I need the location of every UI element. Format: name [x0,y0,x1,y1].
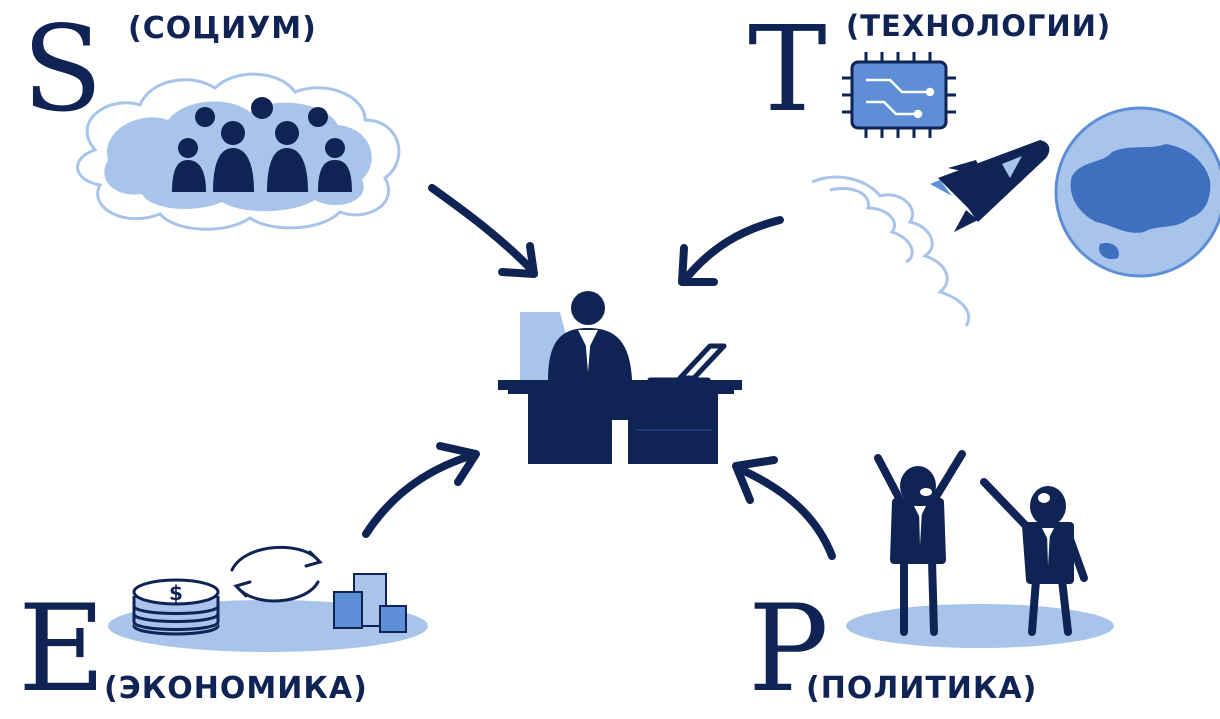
rocket-trail [811,175,971,327]
businessman-at-desk-icon [498,291,742,464]
people-group-icon [172,97,352,192]
caption-technology: (ТЕХНОЛОГИИ) [846,9,1112,43]
coin-stack-icon: $ [132,578,220,636]
building-blocks-icon [333,573,407,633]
dollar-symbol: $ [169,581,183,605]
arrow-icon [362,184,836,560]
politics-platform [846,604,1114,648]
microchip-icon [842,52,956,138]
cheering-people-icon [874,450,1088,636]
laptop-icon [647,343,727,383]
globe-icon [1054,106,1220,278]
letter-s: S [22,0,103,138]
caption-social: (СОЦИУМ) [128,11,317,46]
rocket-icon [930,140,1050,232]
caption-economy: (ЭКОНОМИКА) [104,671,368,706]
letter-e: E [18,580,106,719]
letter-t: T [748,0,827,138]
caption-politics: (ПОЛИТИКА) [806,671,1038,706]
cycle-arrows-icon [230,545,323,603]
letter-p: P [748,580,829,719]
